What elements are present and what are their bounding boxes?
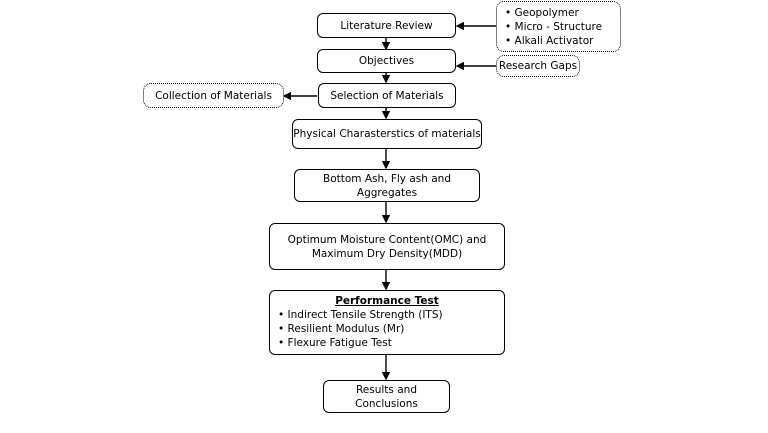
results-line-2: Conclusions	[355, 397, 418, 410]
omc-line-2: Maximum Dry Density(MDD)	[311, 247, 463, 260]
selection-label: Selection of Materials	[330, 89, 444, 102]
results-line-1: Results and	[355, 383, 417, 396]
physical-characteristics-box: Physical Charasterstics of materials	[292, 119, 482, 149]
omc-mdd-box: Optimum Moisture Content(OMC) and Maximu…	[269, 223, 505, 270]
materials-line-1: Bottom Ash, Fly ash and	[323, 172, 451, 185]
results-box: Results and Conclusions	[323, 380, 450, 413]
performance-item: • Indirect Tensile Strength (ITS)	[278, 309, 443, 321]
objectives-box: Objectives	[317, 49, 456, 73]
topic-item: • Geopolymer	[505, 7, 579, 19]
literature-review-box: Literature Review	[317, 13, 456, 38]
performance-item: • Flexure Fatigue Test	[278, 337, 392, 349]
performance-title: Performance Test	[335, 295, 439, 307]
objectives-label: Objectives	[358, 55, 415, 67]
physical-label: Physical Charasterstics of materials	[293, 128, 481, 140]
collection-label: Collection of Materials	[155, 89, 272, 102]
research-gaps-label: Research Gaps	[498, 60, 578, 72]
topic-item: • Alkali Activator	[505, 35, 594, 47]
literature-review-label: Literature Review	[340, 19, 433, 32]
topic-item: • Micro - Structure	[505, 21, 603, 33]
omc-line-1: Optimum Moisture Content(OMC) and	[287, 233, 487, 246]
selection-of-materials-box: Selection of Materials	[318, 83, 456, 108]
materials-box: Bottom Ash, Fly ash and Aggregates	[294, 169, 480, 202]
research-gaps-box: Research Gaps	[496, 55, 580, 77]
collection-of-materials-box: Collection of Materials	[143, 83, 284, 108]
literature-topics-box: • Geopolymer • Micro - Structure • Alkal…	[496, 1, 621, 52]
performance-item: • Resilient Modulus (Mr)	[278, 323, 405, 335]
performance-test-box: Performance Test • Indirect Tensile Stre…	[269, 290, 505, 355]
materials-line-2: Aggregates	[356, 186, 418, 199]
